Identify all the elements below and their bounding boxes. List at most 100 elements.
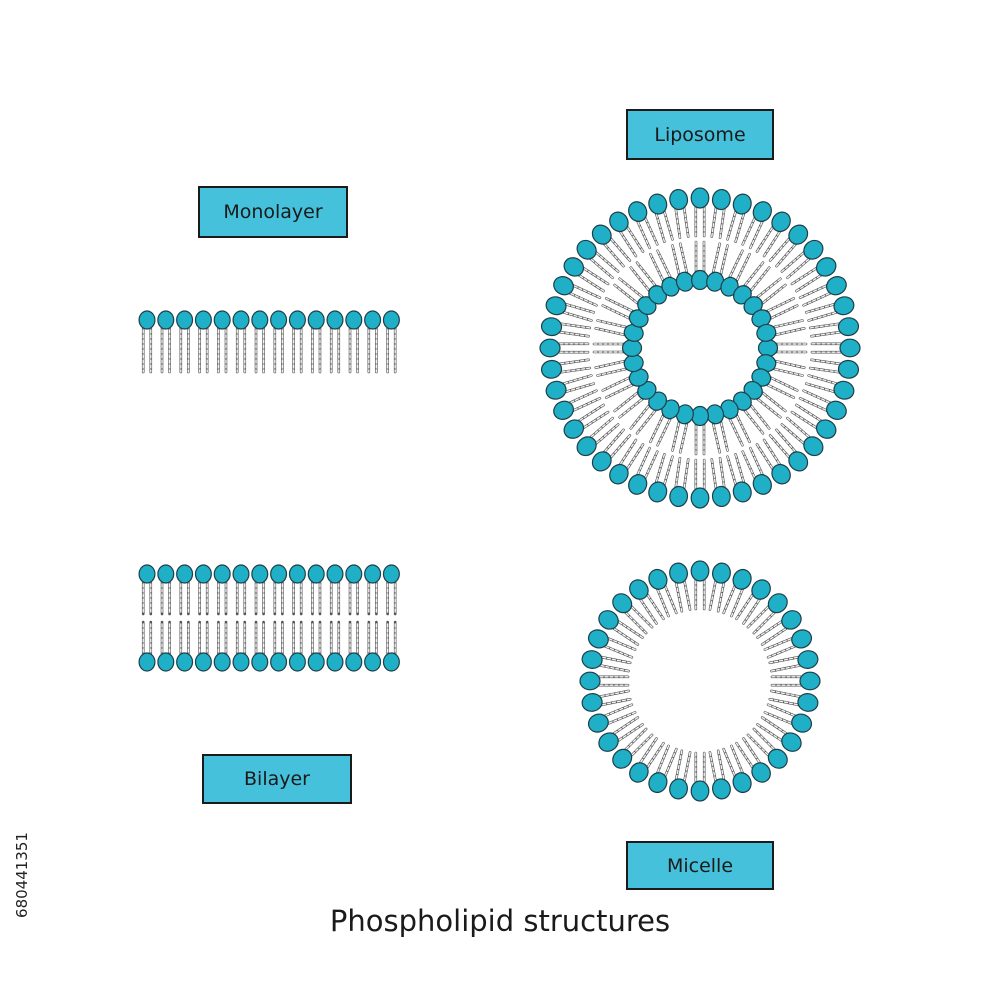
lipid-head xyxy=(609,463,629,485)
lipid-head xyxy=(288,652,306,672)
lipid-head xyxy=(288,564,306,584)
bilayer-lipid-top xyxy=(288,564,306,616)
lipid-head xyxy=(628,201,648,222)
liposome-outer-lipid xyxy=(540,358,592,379)
bilayer-lipid-bottom xyxy=(194,620,212,672)
liposome-inner-lipid xyxy=(732,391,771,435)
liposome-outer-lipid xyxy=(755,211,791,258)
liposome-inner-lipid xyxy=(594,319,644,342)
bilayer-lipid-bottom xyxy=(270,620,288,672)
stock-id-text: 680441351 xyxy=(13,832,31,918)
lipid-head xyxy=(326,652,344,672)
bilayer-lipid-top xyxy=(270,564,288,616)
micelle-structure xyxy=(579,560,821,802)
lipid-head xyxy=(732,772,752,794)
liposome-inner-lipid xyxy=(743,277,787,316)
lipid-head xyxy=(213,310,231,330)
liposome-inner-lipid xyxy=(756,319,806,342)
lipid-head xyxy=(579,671,601,691)
micelle-lipid xyxy=(581,650,632,673)
micelle-lipid xyxy=(587,703,637,733)
lipid-head xyxy=(791,713,813,733)
monolayer-lipid xyxy=(307,310,325,374)
lipid-head xyxy=(690,487,710,509)
micelle-lipid xyxy=(690,560,710,611)
liposome-outer-lipid xyxy=(591,224,632,268)
liposome-outer-lipid xyxy=(609,438,645,485)
micelle-lipid xyxy=(763,629,813,659)
lipid-head xyxy=(752,474,772,495)
lipid-head xyxy=(307,652,325,672)
lipid-head xyxy=(270,652,288,672)
monolayer-lipid xyxy=(326,310,344,374)
liposome-outer-lipid xyxy=(628,446,659,495)
liposome-outer-lipid xyxy=(710,188,731,240)
monolayer-lipid xyxy=(194,310,212,374)
bilayer-lipid-bottom xyxy=(345,620,363,672)
micelle-lipid xyxy=(648,744,678,794)
lipid-head xyxy=(157,564,175,584)
lipid-head xyxy=(815,257,837,277)
liposome-outer-lipid xyxy=(576,416,620,457)
liposome-outer-lipid xyxy=(790,403,837,439)
liposome-inner-lipid xyxy=(691,405,709,456)
liposome-outer-lipid xyxy=(810,338,861,358)
liposome-inner-lipid xyxy=(601,368,649,399)
liposome-outer-lipid xyxy=(553,389,602,420)
lipid-head xyxy=(326,310,344,330)
lipid-head xyxy=(690,187,710,209)
lipid-head xyxy=(781,610,802,630)
lipid-head xyxy=(690,780,710,802)
monolayer-lipid xyxy=(364,310,382,374)
liposome-inner-lipid xyxy=(691,240,709,291)
lipid-head xyxy=(545,296,567,316)
bilayer-lipid-top xyxy=(326,564,344,616)
liposome-outer-lipid xyxy=(576,239,620,280)
bilayer-lipid-top xyxy=(138,564,156,616)
lipid-head xyxy=(712,562,731,584)
lipid-head xyxy=(307,564,325,584)
liposome-outer-lipid xyxy=(741,201,772,250)
liposome-inner-lipid xyxy=(613,380,657,419)
lipid-head xyxy=(648,193,668,215)
liposome-outer-lipid xyxy=(591,428,632,472)
micelle-lipid xyxy=(629,579,665,625)
lipid-head xyxy=(382,564,400,584)
lipid-head xyxy=(815,419,837,439)
lipid-head xyxy=(752,201,772,222)
lipid-head xyxy=(826,400,847,420)
monolayer-lipid xyxy=(138,310,156,374)
lipid-head xyxy=(628,474,648,495)
liposome-outer-lipid xyxy=(648,193,674,244)
lipid-head xyxy=(157,310,175,330)
lipid-head xyxy=(621,339,643,357)
lipid-head xyxy=(587,629,609,649)
lipid-head xyxy=(194,652,212,672)
lipid-head xyxy=(382,652,400,672)
lipid-head xyxy=(176,652,194,672)
lipid-head xyxy=(788,224,809,245)
monolayer-lipid xyxy=(176,310,194,374)
liposome-inner-lipid xyxy=(743,380,787,419)
lipid-head xyxy=(345,310,363,330)
bilayer-lipid-bottom xyxy=(364,620,382,672)
micelle-lipid xyxy=(722,744,752,794)
lipid-head xyxy=(364,652,382,672)
lipid-head xyxy=(648,772,668,794)
liposome-outer-lipid xyxy=(808,358,860,379)
micelle-lipid xyxy=(690,751,710,802)
lipid-head xyxy=(307,310,325,330)
micelle-label: Micelle xyxy=(626,841,774,890)
monolayer-lipid xyxy=(232,310,250,374)
monolayer-lipid xyxy=(270,310,288,374)
bilayer-structure xyxy=(138,564,400,672)
bilayer-lipid-top xyxy=(213,564,231,616)
micelle-lipid xyxy=(648,568,678,618)
liposome-inner-lipid xyxy=(720,249,751,297)
lipid-head xyxy=(540,317,563,337)
liposome-outer-lipid xyxy=(648,452,674,503)
lipid-head xyxy=(609,211,629,233)
liposome-outer-lipid xyxy=(790,257,837,293)
lipid-head xyxy=(669,485,689,508)
bilayer-lipid-top xyxy=(307,564,325,616)
